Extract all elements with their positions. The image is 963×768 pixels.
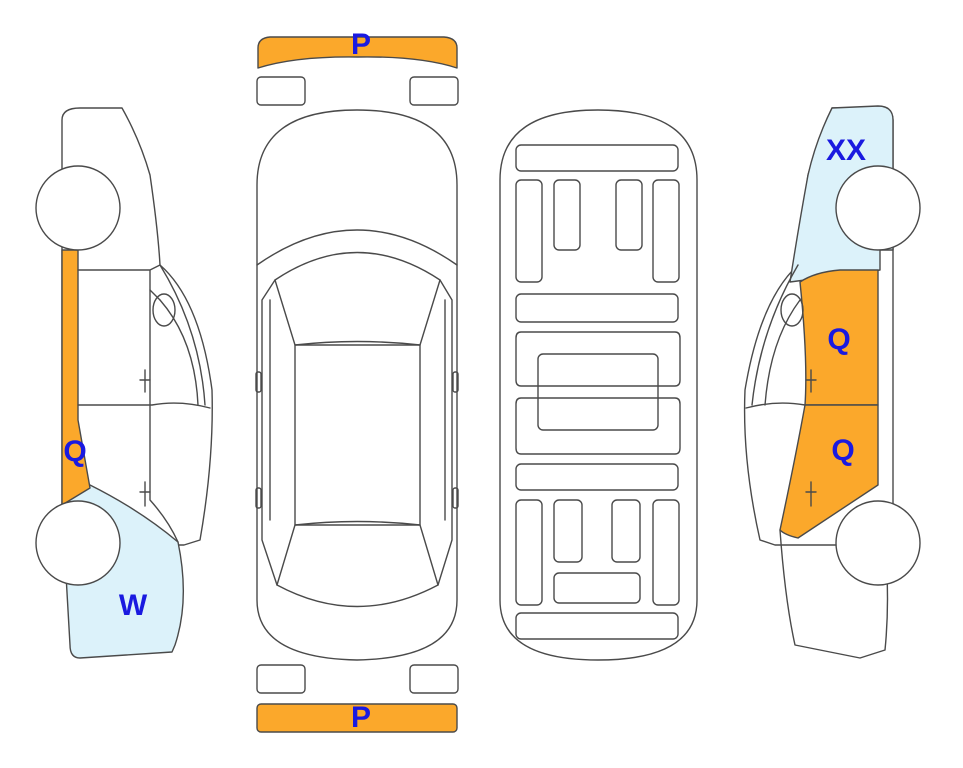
top-view-windshield-line	[256, 229, 458, 266]
underside-panel-rear-right	[652, 499, 680, 606]
underside-panel-rear-center	[553, 572, 641, 604]
top-view-left-handle	[255, 487, 262, 509]
rear-bumper: P	[256, 701, 458, 734]
car-top-view	[255, 109, 459, 661]
right-front-fender-label: XX	[826, 134, 866, 167]
right-rear-door-label: Q	[831, 434, 854, 467]
right-side-handle-front	[805, 369, 817, 393]
front-right-headlight	[409, 76, 459, 106]
top-view-right-handle	[452, 487, 459, 509]
left-pillar-label: Q	[63, 435, 86, 468]
underside-panel-front-mid-right	[615, 179, 643, 251]
top-view-right-mirror	[452, 371, 459, 393]
top-view-left-pillar	[261, 279, 278, 586]
car-underside-view	[499, 109, 698, 661]
left-side-door-lines	[77, 264, 211, 543]
underside-panel-crossbar-1	[515, 293, 679, 323]
car-left-side-view: Q W	[35, 107, 213, 659]
top-view-roof	[294, 344, 421, 526]
left-side-handle-rear	[139, 481, 151, 507]
underside-panel-crossbar-2	[515, 463, 679, 491]
right-front-wheel	[835, 165, 921, 251]
rear-right-taillight	[409, 664, 459, 694]
left-front-wheel	[35, 165, 121, 251]
top-view-right-pillar	[437, 279, 453, 586]
left-rear-quarter-label: W	[119, 589, 148, 622]
underside-panel-front-right	[652, 179, 680, 283]
front-bumper-shape	[257, 36, 458, 69]
right-side-door-lines	[745, 264, 806, 409]
right-rear-wheel	[835, 500, 921, 586]
right-front-door-label: Q	[827, 323, 850, 356]
underside-panel-rear-mid-left	[553, 499, 583, 563]
top-view-rear-window	[276, 520, 439, 608]
underside-panel-front-mid-left	[553, 179, 581, 251]
rear-left-taillight	[256, 664, 306, 694]
underside-body	[499, 109, 698, 661]
underside-panel-front-left	[515, 179, 543, 283]
car-right-side-view: XX Q Q	[743, 105, 921, 659]
top-view-body	[256, 109, 458, 661]
front-left-headlight	[256, 76, 306, 106]
right-side-handle-rear	[805, 481, 817, 507]
underside-center-plate	[537, 353, 659, 431]
underside-center-frame	[515, 331, 681, 455]
right-side-mirror	[780, 293, 804, 327]
underside-panel-rear	[515, 612, 679, 640]
front-bumper: P	[257, 28, 458, 69]
underside-panel-front	[515, 144, 679, 172]
rear-bumper-label: P	[351, 701, 371, 734]
front-bumper-label: P	[351, 28, 371, 61]
rear-bumper-shape	[256, 703, 458, 733]
left-side-window-line	[149, 289, 161, 301]
left-side-mirror	[152, 293, 176, 327]
underside-panel-rear-left	[515, 499, 543, 606]
underside-panel-rear-mid-right	[611, 499, 641, 563]
top-view-windshield	[274, 251, 441, 346]
left-rear-wheel	[35, 500, 121, 586]
left-side-handle-front	[139, 369, 151, 393]
top-view-left-mirror	[255, 371, 262, 393]
